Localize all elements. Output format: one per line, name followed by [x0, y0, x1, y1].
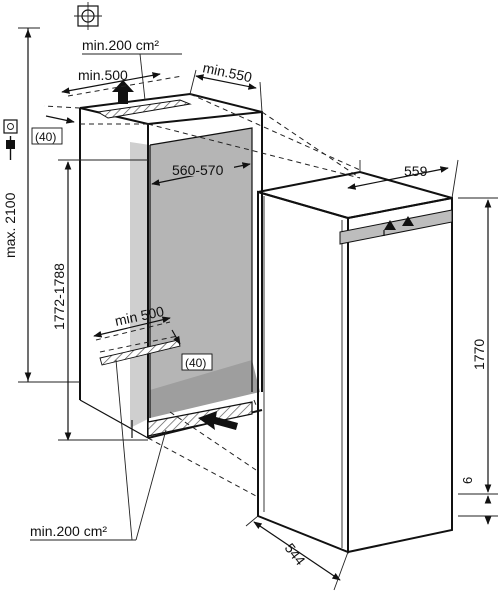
bottom-vent-arrow-icon [198, 411, 238, 430]
max-height-label: max. 2100 [2, 192, 18, 258]
plug-icon [6, 136, 15, 160]
niche-width-label: 560-570 [172, 162, 224, 178]
niche-floor [150, 360, 260, 418]
offset-top-label: (40) [35, 130, 56, 144]
appliance-width-label: 559 [404, 163, 428, 179]
vent-bottom-label: min.200 cm² [30, 523, 107, 539]
min550-label: min.550 [201, 59, 253, 85]
top-vent-slot [96, 99, 192, 119]
appliance-height-label: 1770 [471, 339, 487, 370]
appliance [257, 170, 453, 554]
base-gap-label: 6 [460, 477, 475, 484]
offset-top-box [31, 127, 63, 145]
crosshair-icon [74, 2, 102, 30]
floor-vent-strip [99, 339, 181, 366]
appliance-front [347, 196, 453, 554]
vent-arrow-icon [112, 80, 134, 104]
offset-bottom-box [181, 353, 213, 371]
offset-bottom-label: (40) [185, 356, 206, 370]
appliance-side [257, 190, 349, 554]
appliance-depth-label: 544 [282, 540, 309, 568]
niche-cabinet [79, 92, 263, 439]
appliance-hinge-bar [339, 209, 453, 245]
min500-top-label: min.500 [78, 67, 128, 83]
vent-top-label: min.200 cm² [82, 37, 159, 53]
niche-height-label: 1772-1788 [51, 263, 67, 330]
socket-icon [3, 119, 18, 134]
